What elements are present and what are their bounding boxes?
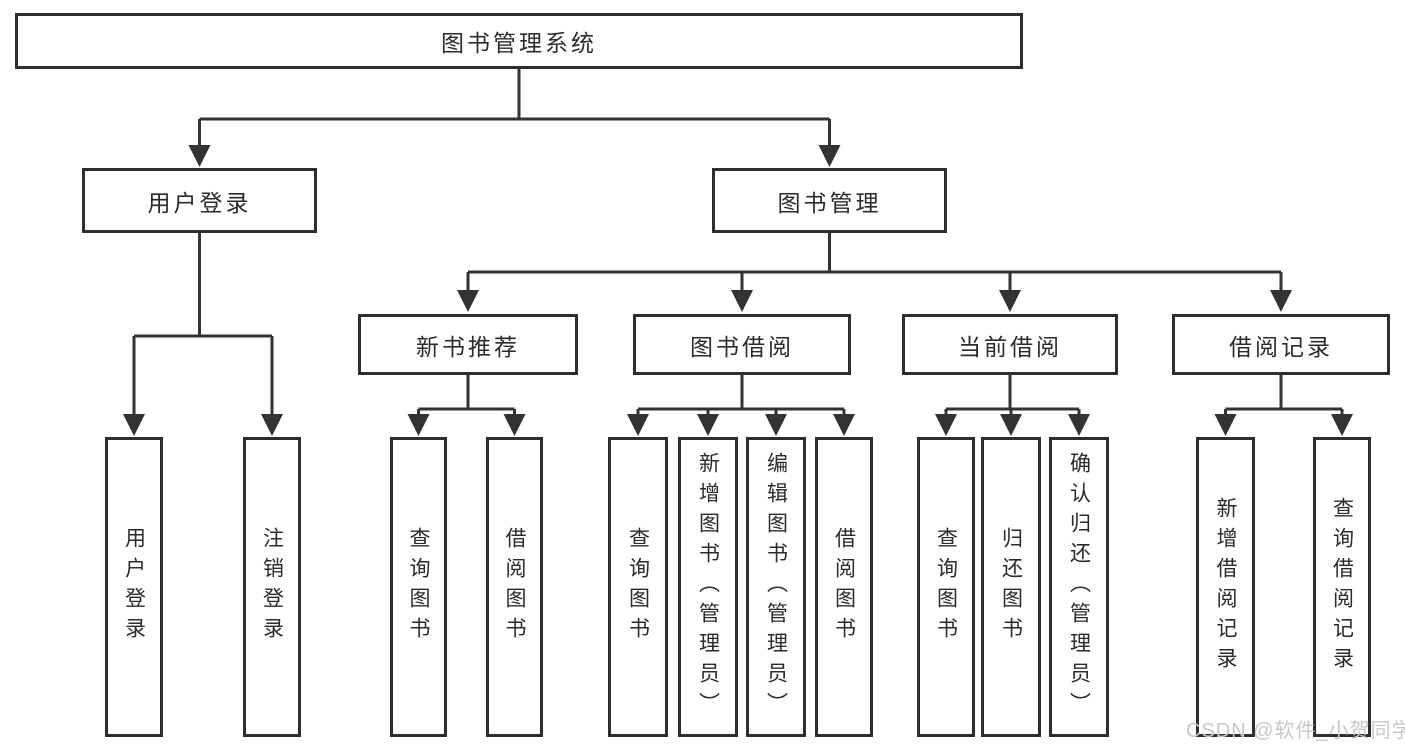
leaf-confirm-return-admin-label: 确认归还（管理员） [1067, 452, 1091, 722]
arrowhead [1214, 414, 1237, 436]
node-current-borrow-label: 当前借阅 [958, 333, 1062, 360]
arrowhead [261, 414, 283, 436]
leaf-borrow-books-label: 借阅图书 [832, 527, 856, 647]
leaf-query-books-borrow-label: 查询图书 [626, 527, 650, 647]
connector-borrow-records-children [1214, 375, 1353, 436]
connector-current-borrow-children [935, 375, 1090, 436]
leaf-user-login-label: 用户登录 [122, 527, 146, 647]
node-root: 图书管理系统 [15, 13, 1023, 69]
arrowhead [697, 414, 719, 436]
leaf-query-books-rec: 查询图书 [390, 437, 447, 737]
leaf-query-borrow-record-label: 查询借阅记录 [1330, 497, 1354, 677]
leaf-return-books-label: 归还图书 [999, 527, 1023, 647]
leaf-add-borrow-record-label: 新增借阅记录 [1214, 497, 1237, 677]
leaf-add-borrow-record: 新增借阅记录 [1196, 437, 1255, 737]
arrowhead [1331, 414, 1353, 436]
leaf-borrow-books-rec-label: 借阅图书 [503, 527, 526, 647]
leaf-return-books: 归还图书 [981, 437, 1041, 737]
node-borrow-records-label: 借阅记录 [1229, 333, 1333, 360]
node-new-book-rec-label: 新书推荐 [416, 333, 520, 360]
leaf-add-book-admin-label: 新增图书（管理员） [696, 452, 720, 722]
arrowhead [731, 290, 753, 312]
leaf-user-login: 用户登录 [105, 437, 163, 737]
arrowhead [833, 414, 855, 436]
leaf-query-books-borrow: 查询图书 [608, 437, 668, 737]
arrowhead [188, 145, 211, 167]
node-new-book-rec: 新书推荐 [358, 314, 578, 375]
leaf-query-books-rec-label: 查询图书 [407, 527, 430, 647]
leaf-borrow-books: 借阅图书 [815, 437, 873, 737]
node-book-mgmt-label: 图书管理 [777, 189, 882, 216]
arrowhead [123, 414, 145, 436]
arrowhead [1000, 414, 1022, 436]
node-book-mgmt: 图书管理 [712, 168, 947, 233]
arrowhead [1270, 290, 1292, 312]
arrowhead [627, 414, 649, 436]
node-user-login-label: 用户登录 [147, 189, 252, 216]
watermark: CSDN @软件_小贺同学 [1186, 720, 1405, 742]
arrowhead [503, 414, 526, 436]
node-current-borrow: 当前借阅 [902, 314, 1118, 375]
connector-new-book-rec-children [407, 375, 526, 436]
leaf-logout: 注销登录 [243, 437, 301, 737]
arrowhead [818, 145, 841, 167]
leaf-query-borrow-record: 查询借阅记录 [1313, 437, 1371, 737]
node-book-borrow: 图书借阅 [633, 314, 851, 375]
leaf-edit-book-admin: 编辑图书（管理员） [746, 437, 806, 737]
node-user-login: 用户登录 [82, 168, 317, 233]
connector-book-mgmt-to-level3 [457, 233, 1292, 312]
leaf-add-book-admin: 新增图书（管理员） [678, 437, 738, 737]
arrowhead [935, 414, 957, 436]
node-borrow-records: 借阅记录 [1172, 314, 1390, 375]
node-root-label: 图书管理系统 [441, 30, 597, 56]
connector-user-login-children [123, 233, 283, 436]
connector-root-to-level2 [188, 69, 841, 167]
arrowhead [765, 414, 787, 436]
leaf-logout-label: 注销登录 [260, 527, 284, 647]
leaf-query-books-current: 查询图书 [917, 437, 975, 737]
connector-book-borrow-children [627, 375, 855, 436]
arrowhead [1068, 414, 1090, 436]
leaf-query-books-current-label: 查询图书 [934, 527, 958, 647]
arrowhead [457, 290, 479, 312]
arrowhead [999, 290, 1021, 312]
leaf-confirm-return-admin: 确认归还（管理员） [1049, 437, 1109, 737]
arrowhead [407, 414, 430, 436]
leaf-borrow-books-rec: 借阅图书 [486, 437, 543, 737]
node-book-borrow-label: 图书借阅 [690, 333, 794, 360]
leaf-edit-book-admin-label: 编辑图书（管理员） [764, 452, 788, 722]
